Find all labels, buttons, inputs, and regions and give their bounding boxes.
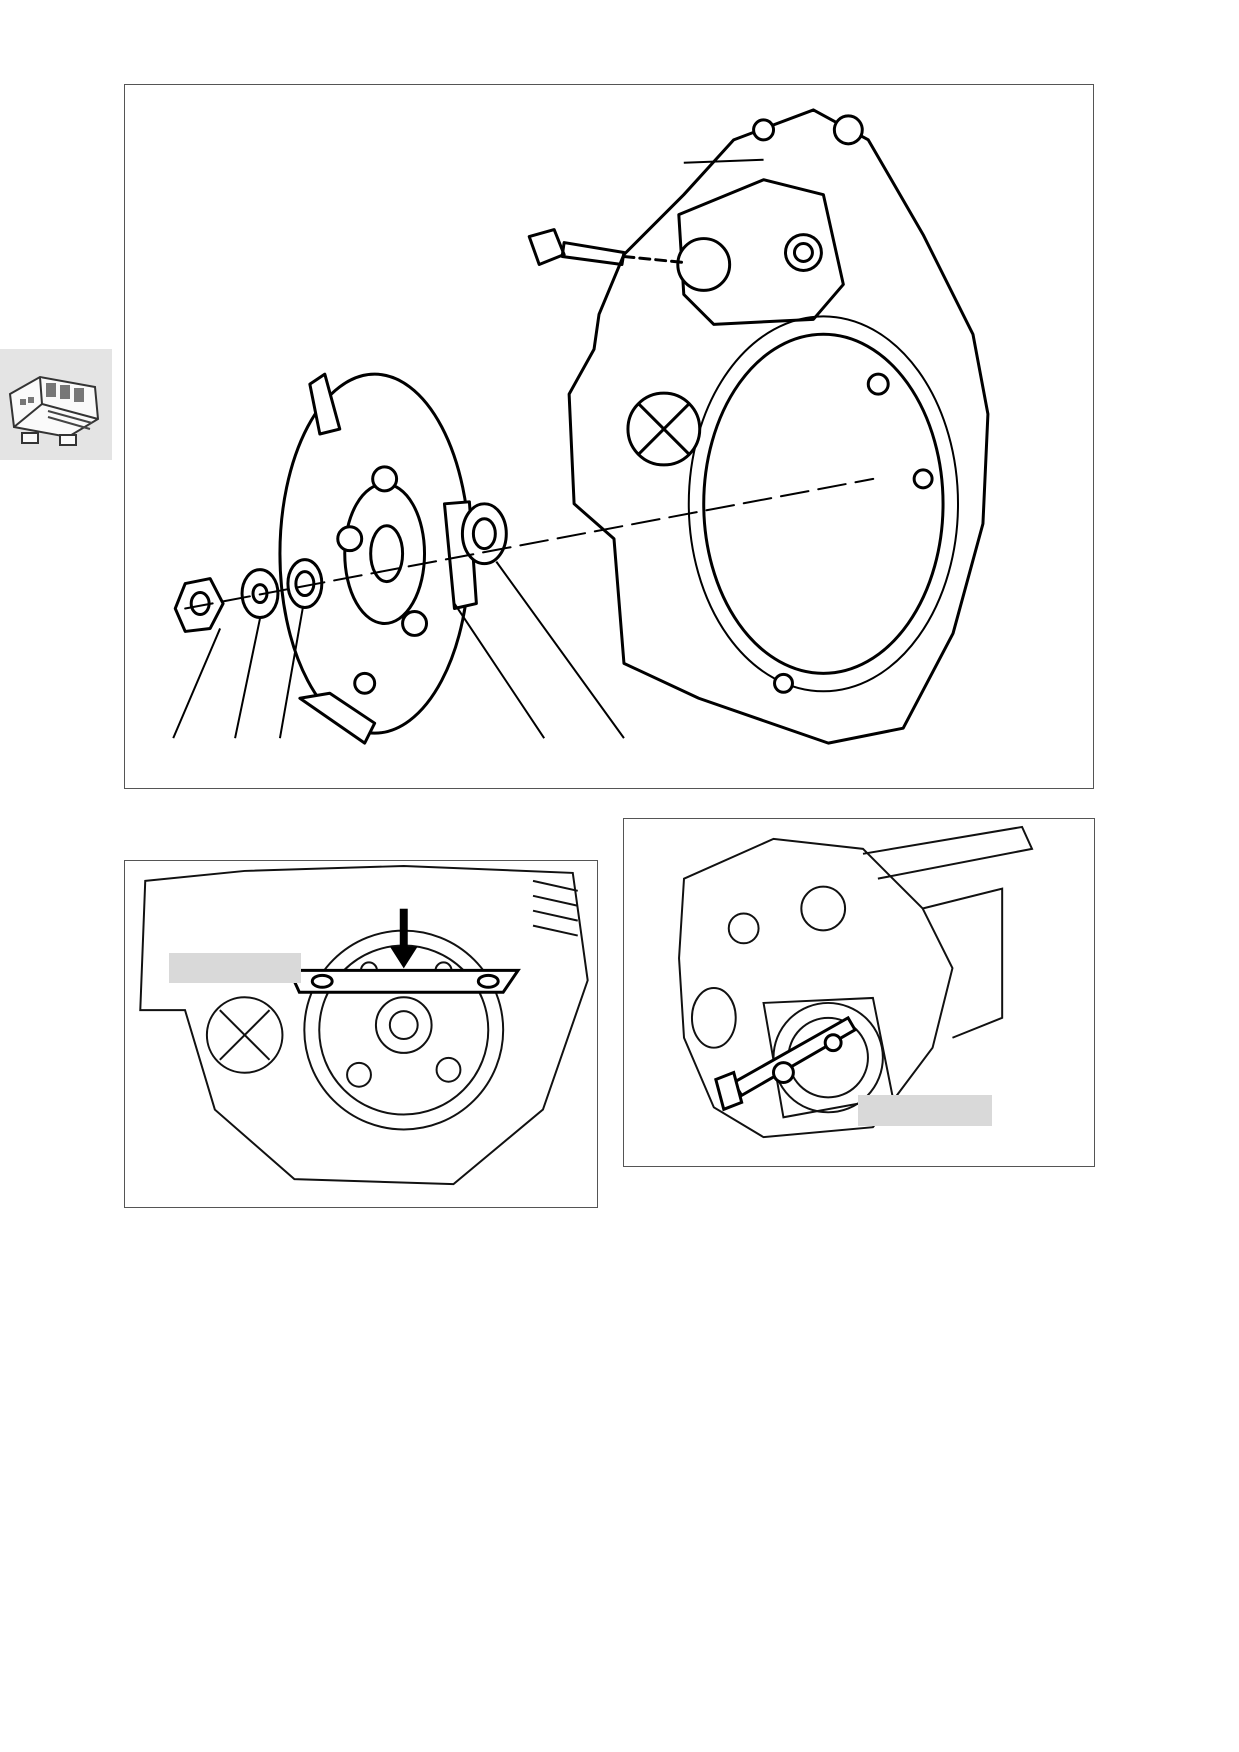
flywheel-puller-diagram <box>678 825 1034 1139</box>
exploded-flywheel-housing-diagram <box>172 108 990 745</box>
flywheel-locking-tool-diagram <box>139 864 589 1186</box>
exploded-view-figure <box>124 84 1094 789</box>
section-thumbnail <box>0 349 112 460</box>
flywheel-puller-figure <box>623 818 1095 1167</box>
flywheel-lock-figure <box>124 860 598 1208</box>
redacted-label <box>858 1095 992 1126</box>
redacted-label <box>169 953 301 983</box>
engine-block-icon <box>8 375 100 446</box>
